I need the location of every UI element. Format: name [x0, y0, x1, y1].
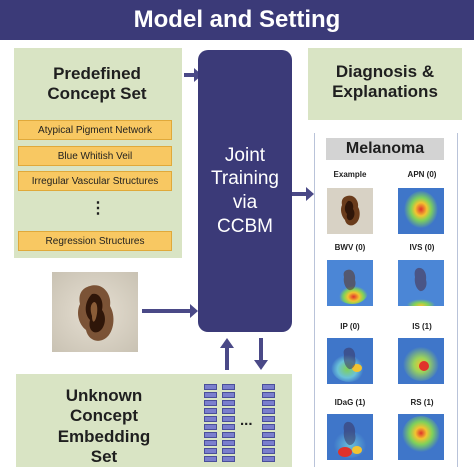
heatmap-is — [398, 338, 444, 384]
example-lesion-thumbnail — [327, 188, 373, 234]
joint-training-ccbm-block: Joint Training via CCBM — [198, 50, 292, 332]
heatmap-idag — [327, 414, 373, 460]
diagnosis-panel — [308, 48, 462, 120]
model-label-line3: via — [232, 192, 258, 213]
embedding-vector-1 — [204, 384, 217, 462]
arrow-model-to-results — [292, 187, 314, 201]
embedding-vector-2 — [222, 384, 235, 462]
concept-ellipsis: ⋮ — [90, 200, 106, 217]
concept-irregular-vascular-structures: Irregular Vascular Structures — [18, 171, 172, 191]
embedding-ellipsis: ... — [240, 412, 253, 429]
concept-regression-structures: Regression Structures — [18, 231, 172, 251]
cell-label-example: Example — [333, 170, 367, 179]
arrow-embeddings-down — [254, 338, 268, 370]
model-label-line4: CCBM — [217, 215, 273, 237]
lesion-input-image — [52, 272, 138, 352]
concept-atypical-pigment-network: Atypical Pigment Network — [18, 120, 172, 140]
heatmap-ip — [327, 338, 373, 384]
diagnosis-title: Diagnosis & Explanations — [332, 62, 438, 102]
cell-label-apn: APN (0) — [407, 170, 437, 179]
embedding-vector-3 — [262, 384, 275, 462]
heatmap-ivs — [398, 260, 444, 306]
arrow-embeddings-up — [220, 338, 234, 370]
cell-label-idag: IDaG (1) — [334, 398, 366, 407]
cell-label-is: IS (1) — [412, 322, 432, 331]
unknown-embedding-panel — [16, 374, 292, 467]
cell-label-bwv: BWV (0) — [334, 243, 366, 252]
arrow-image-to-model — [142, 304, 198, 318]
heatmap-rs — [398, 414, 444, 460]
model-label-line2: Training — [211, 168, 279, 190]
unknown-embedding-title: Unknown Concept Embedding Set — [57, 386, 151, 467]
arrow-concepts-to-model — [184, 68, 202, 82]
cell-label-ivs: IVS (0) — [409, 243, 435, 252]
cell-label-rs: RS (1) — [410, 398, 434, 407]
model-label-line1: Joint — [224, 144, 266, 166]
page-title: Model and Setting — [0, 0, 474, 40]
diagnosis-result-label: Melanoma — [326, 138, 444, 160]
heatmap-bwv — [327, 260, 373, 306]
cell-label-ip: IP (0) — [340, 322, 360, 331]
concept-blue-whitish-veil: Blue Whitish Veil — [18, 146, 172, 166]
heatmap-apn — [398, 188, 444, 234]
predefined-concept-title: Predefined Concept Set — [47, 64, 147, 104]
